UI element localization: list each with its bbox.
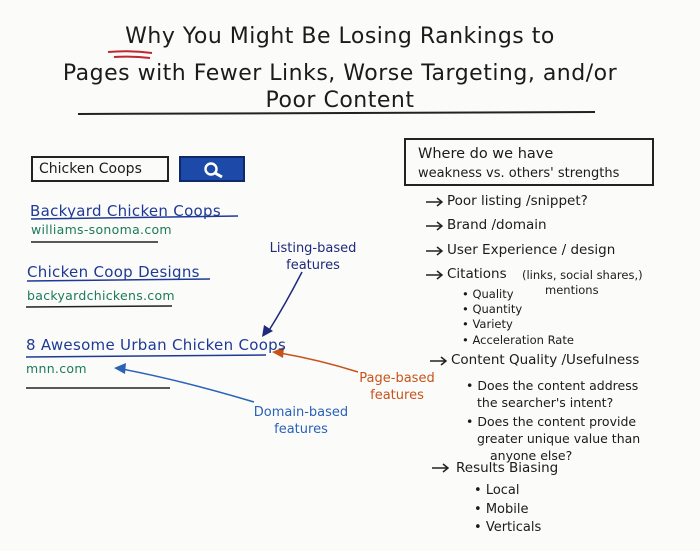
- result-1-url: williams-sonoma.com: [31, 222, 172, 237]
- listing-arrow-head: [262, 325, 273, 337]
- listing-arrow-line: [267, 271, 303, 333]
- why-underline-2: [113, 55, 151, 59]
- content-question-2: • Does the content provide greater uniqu…: [466, 414, 641, 463]
- result-3-url: mnn.com: [26, 361, 87, 376]
- title-why: Why: [125, 24, 176, 49]
- citations-note-line-2: mentions: [545, 283, 599, 297]
- result-3-title[interactable]: 8 Awesome Urban Chicken Coops: [26, 336, 287, 354]
- result-1-title[interactable]: Backyard Chicken Coops: [30, 202, 221, 220]
- panel-arrows: [426, 197, 450, 473]
- page-label-line-1: Page-based: [359, 371, 435, 386]
- biasing-sub-local: • Local: [474, 483, 520, 498]
- panel-heading-line-2: weakness vs. others' strengths: [418, 166, 620, 181]
- citations-sub-acceleration: • Acceleration Rate: [462, 333, 574, 347]
- domain-based-label: Domain-based features: [246, 404, 356, 438]
- search-input[interactable]: Chicken Coops: [31, 156, 169, 182]
- citations-note-line-1: (links, social shares,): [522, 268, 643, 282]
- listing-label-line-1: Listing-based: [269, 241, 357, 256]
- domain-label-line-2: features: [274, 422, 328, 437]
- arrow-item-6: [432, 463, 450, 473]
- page-based-label: Page-based features: [352, 370, 442, 404]
- title-underline: [77, 111, 596, 115]
- search-button[interactable]: [179, 156, 245, 182]
- content-question-1: • Does the content address the searcher'…: [466, 378, 639, 410]
- panel-heading-line-1: Where do we have: [418, 146, 554, 162]
- arrow-item-5: [430, 356, 448, 366]
- listing-based-label: Listing-based features: [258, 240, 368, 274]
- biasing-sub-verticals: • Verticals: [474, 520, 542, 535]
- panel-item-brand: Brand /domain: [447, 217, 547, 233]
- title-line-3: Poor Content: [265, 88, 415, 113]
- citations-sub-quality: • Quality: [462, 287, 514, 301]
- result-2-title[interactable]: Chicken Coop Designs: [27, 263, 200, 281]
- citations-sub-quantity: • Quantity: [462, 302, 523, 316]
- arrow-item-1: [426, 197, 444, 207]
- arrow-item-3: [426, 246, 444, 256]
- citations-sub-variety: • Variety: [462, 317, 513, 331]
- weakness-panel-heading: Where do we have weakness vs. others' st…: [404, 138, 654, 186]
- domain-label-line-1: Domain-based: [253, 405, 349, 420]
- biasing-sub-mobile: • Mobile: [474, 502, 529, 517]
- panel-item-citations: Citations: [447, 266, 507, 282]
- result-2-title-underline: [26, 278, 211, 282]
- panel-item-ux: User Experience / design: [447, 242, 616, 258]
- title-line-1-rest: You Might Be Losing Rankings to: [182, 24, 555, 49]
- arrow-item-4: [426, 270, 444, 280]
- why-underline-1: [107, 50, 153, 54]
- domain-arrow-head: [114, 363, 126, 374]
- listing-label-line-2: features: [286, 258, 340, 273]
- title-line-1: Why You Might Be Losing Rankings to: [30, 24, 650, 49]
- page-arrow-line: [279, 352, 359, 373]
- page-label-line-2: features: [370, 388, 424, 403]
- panel-item-content: Content Quality /Usefulness: [451, 352, 640, 368]
- title-line-2: Pages with Fewer Links, Worse Targeting,…: [62, 61, 618, 86]
- result-2-url-underline: [25, 305, 173, 308]
- arrow-item-2: [426, 221, 444, 231]
- search-icon: [204, 162, 223, 179]
- domain-arrow-line: [121, 368, 255, 403]
- result-3-title-underline: [25, 354, 267, 358]
- panel-item-biasing: Results Biasing: [456, 460, 559, 476]
- result-1-title-underline: [30, 215, 239, 220]
- result-2-url: backyardchickens.com: [27, 288, 175, 303]
- panel-item-snippet: Poor listing /snippet?: [447, 193, 588, 209]
- page-arrow-head: [272, 347, 284, 358]
